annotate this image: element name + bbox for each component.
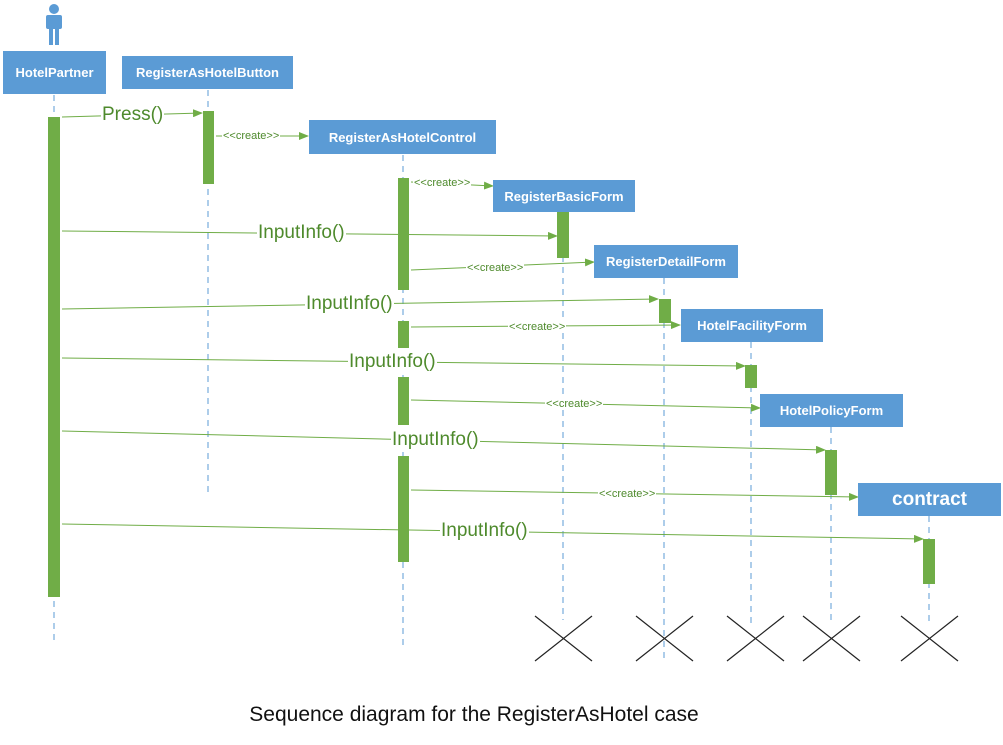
message-label-create-basic-form: <<create>> (413, 177, 472, 189)
message-label-create-detail-form: <<create>> (466, 262, 525, 274)
activation-register-control-1 (398, 178, 409, 290)
message-label-inputinfo-facility: InputInfo() (348, 351, 437, 372)
activation-register-control-3 (398, 377, 409, 425)
message-label-create-policy-form: <<create>> (545, 398, 604, 410)
lifelines (53, 90, 930, 660)
message-label-inputinfo-detail: InputInfo() (305, 293, 394, 314)
lifeline-box-contract: contract (858, 483, 1001, 516)
message-label-create-facility-form: <<create>> (508, 321, 567, 333)
activation-facility-form (745, 365, 757, 388)
lifeline-box-facility-form: HotelFacilityForm (681, 309, 823, 342)
message-label-inputinfo-policy: InputInfo() (391, 429, 480, 450)
message-label-create-contract: <<create>> (598, 488, 657, 500)
activation-register-button (203, 111, 214, 184)
lifeline-box-register-button: RegisterAsHotelButton (122, 56, 293, 89)
destroy-mark-contract (900, 615, 959, 662)
activation-contract (923, 539, 935, 584)
activation-basic-form (557, 212, 569, 258)
activation-register-control-2 (398, 321, 409, 348)
message-label-create-control: <<create>> (222, 130, 281, 142)
activations (48, 111, 935, 597)
activation-detail-form (659, 299, 671, 323)
lifeline-box-basic-form: RegisterBasicForm (493, 180, 635, 212)
lifeline-box-detail-form: RegisterDetailForm (594, 245, 738, 278)
activation-policy-form (825, 450, 837, 495)
activation-register-control-4 (398, 456, 409, 562)
activation-hotel-partner (48, 117, 60, 597)
lifeline-box-policy-form: HotelPolicyForm (760, 394, 903, 427)
destroy-mark-policy-form (802, 615, 861, 662)
lifeline-box-hotel-partner: HotelPartner (3, 51, 106, 94)
destroy-mark-facility-form (726, 615, 785, 662)
destroy-mark-basic-form (534, 615, 593, 662)
message-label-press: Press() (101, 104, 165, 125)
lifeline-box-register-control: RegisterAsHotelControl (309, 120, 496, 154)
destroy-mark-detail-form (635, 615, 694, 662)
message-label-inputinfo-basic: InputInfo() (257, 222, 346, 243)
message-label-inputinfo-contract: InputInfo() (440, 520, 529, 541)
diagram-caption: Sequence diagram for the RegisterAsHotel… (249, 703, 699, 726)
person-icon (46, 4, 62, 45)
destroy-marks (534, 615, 959, 662)
